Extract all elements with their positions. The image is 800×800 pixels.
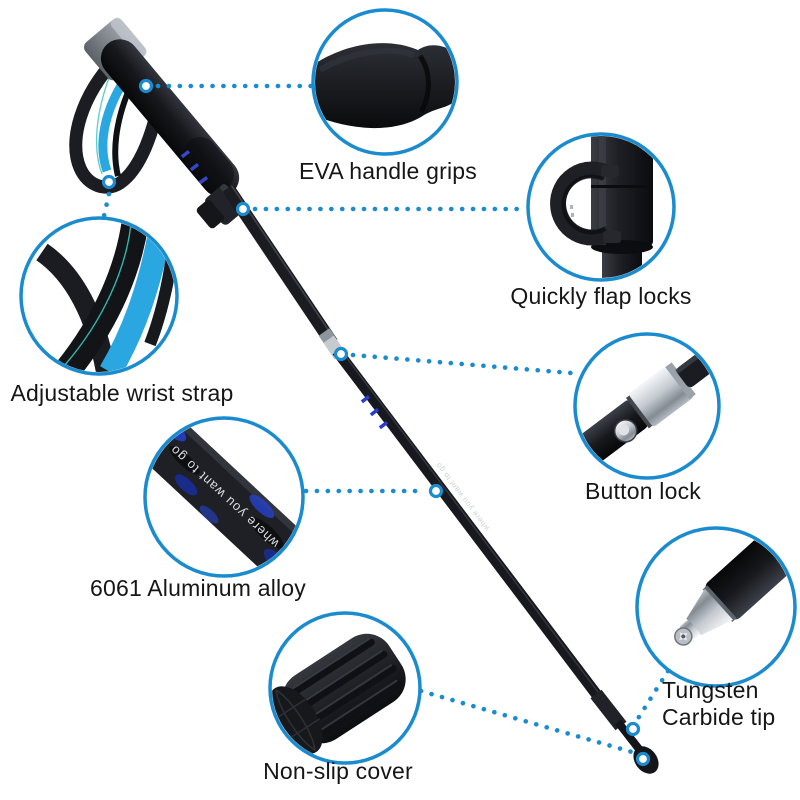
label-tungsten-line1: Tungsten (662, 677, 759, 703)
marker-eva-grip (138, 78, 154, 94)
upper-shaft-print (180, 149, 209, 185)
callout-circle-eva-grip (311, 8, 459, 156)
wrist-strap (69, 55, 167, 194)
connector-tungsten-tip (634, 668, 671, 723)
marker-wrist-strap (101, 174, 117, 190)
marker-non-slip (635, 751, 651, 767)
marker-button-lock (333, 346, 349, 362)
eva-grip (100, 39, 240, 197)
mid-shaft-print-blue (360, 394, 389, 430)
connector-button-lock (350, 352, 574, 376)
label-button-lock: Button lock (585, 478, 701, 504)
mid-shaft-highlight (339, 348, 605, 701)
silver-joint-ring (318, 328, 335, 343)
callout-connectors (101, 78, 671, 767)
lower-collar (590, 689, 627, 731)
callout-circle-non-slip-cover (268, 611, 422, 765)
callout-circle-tungsten-tip (635, 526, 797, 688)
callout-circle-aluminum-shaft: where you want to go (143, 416, 305, 578)
marker-aluminum (428, 483, 444, 499)
callout-circle-button-lock (573, 332, 721, 480)
callout-circle-flap-lock (526, 132, 676, 282)
label-aluminum-alloy: 6061 Aluminum alloy (89, 575, 307, 601)
callout-circle-wrist-strap (19, 216, 179, 376)
mid-shaft (332, 347, 608, 707)
label-adjustable-wrist-strap: Adjustable wrist strap (10, 380, 234, 406)
marker-tungsten-tip (625, 721, 641, 737)
label-non-slip-cover: Non-slip cover (263, 758, 413, 784)
marker-flap-lock (235, 201, 251, 217)
connector-wrist-strap (101, 191, 112, 219)
aluminum-shaft-closeup: where you want to go (147, 420, 301, 574)
connector-non-slip (418, 688, 635, 755)
main-pole-photo: where you want to go (69, 17, 659, 774)
non-slip-cover-closeup (272, 633, 406, 754)
label-eva-handle-grips: EVA handle grips (299, 158, 477, 184)
label-quickly-flap-locks: Quickly flap locks (510, 283, 692, 309)
label-tungsten-line2: Carbide tip (662, 704, 776, 730)
label-tungsten-carbide-tip: Tungsten Carbide tip (662, 677, 797, 731)
flap-lock-closeup (550, 136, 653, 278)
